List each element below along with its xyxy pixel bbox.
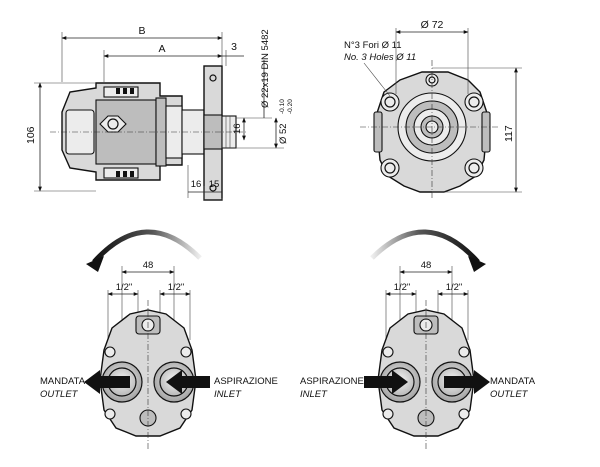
cw-spacing-label: 48 xyxy=(421,260,432,271)
dim-16-bottom-label: 16 xyxy=(191,179,202,190)
height-106-label: 106 xyxy=(25,126,37,144)
ccw-inlet-arrow xyxy=(166,370,210,394)
side-view: B A 3 Ø 22x19 DIN 5482 Ø 52 -0.10 -0.20 … xyxy=(25,25,294,201)
rotation-arrow-cw xyxy=(468,256,486,272)
holes-it-label: N°3 Fori Ø 11 xyxy=(344,40,401,51)
cw-right-port-label: 1/2" xyxy=(446,282,463,293)
ccw-right-label-it: ASPIRAZIONE xyxy=(214,376,278,387)
dim-b-label: B xyxy=(138,25,145,37)
rotation-ccw-view: 48 1/2" 1/2" MANDATA xyxy=(40,229,278,450)
holes-en-label: No. 3 Holes Ø 11 xyxy=(344,52,416,63)
ccw-left-label-it: MANDATA xyxy=(40,376,86,387)
dim-3-label: 3 xyxy=(231,41,237,53)
cw-left-label-en: INLET xyxy=(300,389,328,400)
cw-outlet-arrow xyxy=(444,370,490,394)
rotation-arrow-ccw xyxy=(86,256,104,272)
cw-right-label-it: MANDATA xyxy=(490,376,536,387)
front-view: Ø 72 N°3 Fori Ø 11 No. 3 Holes Ø 11 117 xyxy=(344,19,522,200)
ccw-outlet-arrow xyxy=(84,370,130,394)
shaft-dia-label: Ø 52 xyxy=(278,123,289,144)
cw-left-port-label: 1/2" xyxy=(394,282,411,293)
cw-left-label-it: ASPIRAZIONE xyxy=(300,376,364,387)
tol-lower-label: -0.20 xyxy=(287,99,294,114)
dia-72-label: Ø 72 xyxy=(421,19,444,31)
ccw-right-port-label: 1/2" xyxy=(168,282,185,293)
cw-inlet-arrow xyxy=(364,370,408,394)
shaft-spec-label: Ø 22x19 DIN 5482 xyxy=(260,29,271,108)
ccw-right-label-en: INLET xyxy=(214,389,242,400)
ccw-spacing-label: 48 xyxy=(143,260,154,271)
height-117-label: 117 xyxy=(503,125,515,142)
pump-bottom-body-ccw xyxy=(99,309,197,437)
dim-15-bottom-label: 15 xyxy=(209,179,220,190)
dim-16-vertical-label: 16 xyxy=(232,123,243,134)
tol-upper-label: -0.10 xyxy=(279,99,286,114)
rotation-cw-view: 48 1/2" 1/2" ASPIRAZIONE INLET xyxy=(300,229,536,450)
dim-a-label: A xyxy=(158,43,165,55)
cw-right-label-en: OUTLET xyxy=(490,389,529,400)
ccw-left-label-en: OUTLET xyxy=(40,389,79,400)
ccw-left-port-label: 1/2" xyxy=(116,282,133,293)
